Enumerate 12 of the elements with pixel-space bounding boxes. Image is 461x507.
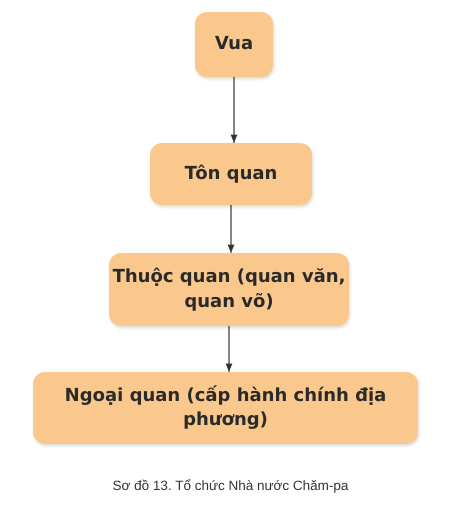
process-box	[195, 12, 273, 77]
arrow	[226, 326, 232, 372]
box-label: Tôn quan	[184, 162, 278, 186]
arrow	[230, 77, 238, 143]
box-label: Vua	[214, 32, 254, 56]
caption: Sơ đồ 13. Tổ chức Nhà nước Chăm-pa	[112, 478, 350, 493]
box-label: Thuộc quan (quan văn, quan võ)	[112, 265, 346, 314]
box-label: Ngoại quan (cấp hành chính địa phương)	[64, 384, 388, 432]
process-box	[150, 143, 312, 205]
process-box	[33, 372, 418, 444]
process-box	[109, 253, 349, 326]
arrow	[228, 205, 234, 253]
